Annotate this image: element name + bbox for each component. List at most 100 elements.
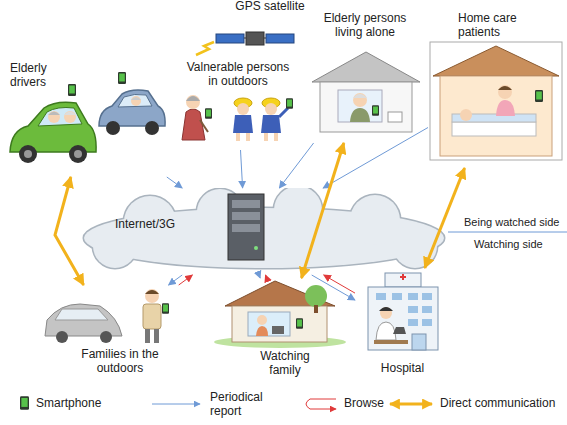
hospital-building-part bbox=[422, 293, 432, 300]
vulnerable-node: Valnerable persons in outdoors bbox=[168, 55, 308, 150]
hospital-building-part bbox=[408, 319, 418, 326]
node-label: Families in the outdoors bbox=[80, 348, 160, 376]
vulnerable-persons-picture-part bbox=[237, 103, 249, 115]
elderly-alone-house bbox=[312, 52, 420, 132]
server-picture-part bbox=[232, 200, 260, 208]
elderly-alone-house-part bbox=[388, 112, 402, 122]
cloud-shape-part bbox=[84, 188, 444, 268]
watching-family-house-part bbox=[225, 281, 335, 306]
cloud-shape-part-part bbox=[393, 224, 437, 268]
legend-text: Periodical report bbox=[210, 391, 272, 419]
satellite-picture-part bbox=[244, 38, 246, 39]
hospital-building-part bbox=[393, 327, 406, 334]
families-outdoors-picture-part bbox=[154, 329, 159, 343]
cloud-shape-part-part bbox=[274, 188, 322, 234]
vulnerable-persons-picture-part bbox=[186, 95, 200, 109]
homecare-node: Home care patients bbox=[428, 8, 565, 168]
satellite-picture-part bbox=[264, 38, 266, 39]
legend-samples-part bbox=[152, 404, 200, 405]
vulnerable-persons-picture-part bbox=[236, 133, 240, 141]
legend-text: Smartphone bbox=[36, 397, 126, 411]
node-label: Valnerable persons in outdoors bbox=[183, 61, 293, 89]
server-picture bbox=[228, 194, 264, 260]
hospital-building-part bbox=[402, 274, 404, 280]
home-care-house-part bbox=[452, 122, 536, 136]
elderly-drivers-picture-part bbox=[131, 96, 141, 106]
elderly-drivers-picture-part bbox=[48, 111, 60, 123]
elderly-drivers-picture-part bbox=[24, 150, 32, 158]
home-care-house-part bbox=[498, 86, 512, 90]
cloud-shape-part-part bbox=[350, 195, 400, 245]
elderly-drivers-picture-part bbox=[106, 121, 120, 135]
hospital-building-part bbox=[422, 319, 432, 326]
elderly-drivers-picture-part bbox=[131, 97, 141, 100]
families-outdoors-picture-part bbox=[45, 304, 122, 336]
home-care-house bbox=[430, 42, 562, 160]
vulnerable-persons-picture-part bbox=[186, 96, 200, 101]
elderly-drivers-picture-part bbox=[145, 121, 159, 135]
report-arrow bbox=[167, 177, 182, 188]
legend-item: Smartphone bbox=[36, 397, 126, 411]
hospital-building-part bbox=[408, 306, 418, 313]
cloud-shape bbox=[70, 188, 458, 275]
families-outdoors-picture-part bbox=[100, 331, 112, 343]
vulnerable-persons-picture-part bbox=[264, 133, 268, 141]
families-outdoors-picture-part bbox=[145, 329, 150, 343]
satellite-picture-part bbox=[196, 42, 214, 55]
elderly-alone-house-part bbox=[372, 105, 379, 116]
watching-family-node: Watching family bbox=[215, 278, 355, 383]
home-care-house-part bbox=[433, 46, 559, 76]
side-label: Watching side bbox=[474, 238, 543, 251]
side-label-text: Watching side bbox=[474, 238, 543, 251]
direct-communication-arrow bbox=[425, 168, 465, 268]
elderly-drivers-picture-part bbox=[99, 90, 165, 126]
legend-item: Direct communication bbox=[440, 397, 564, 411]
cloud-shape-part-part bbox=[393, 224, 437, 268]
hospital-building-part bbox=[376, 322, 396, 340]
drivers-node: Elderly drivers bbox=[4, 62, 169, 177]
hospital-building-part bbox=[374, 340, 408, 344]
legend-samples-part bbox=[20, 396, 29, 410]
node-label: Hospital bbox=[370, 362, 435, 376]
elderly-alone-house-part bbox=[353, 94, 367, 98]
families-node: Families in the outdoors bbox=[40, 285, 180, 378]
vulnerable-persons-picture-part bbox=[265, 103, 277, 115]
legend-samples-part bbox=[306, 399, 336, 409]
report-arrow bbox=[279, 143, 313, 188]
elderly-drivers-picture-part bbox=[48, 112, 60, 116]
legend-text: Direct communication bbox=[440, 397, 564, 411]
hospital-building-part bbox=[368, 287, 438, 350]
watching-family-house-part bbox=[232, 306, 327, 342]
hospital-building-part bbox=[422, 306, 432, 313]
home-care-house-part bbox=[440, 76, 552, 156]
families-outdoors-picture-part bbox=[143, 304, 161, 329]
elderly-drivers-picture-part bbox=[64, 112, 76, 116]
satellite-node: GPS satellite bbox=[235, 0, 307, 52]
server-picture-part bbox=[232, 224, 260, 232]
node-label: Watching family bbox=[250, 350, 320, 378]
vulnerable-persons-picture-part bbox=[182, 109, 205, 140]
elderly-drivers-picture-part bbox=[118, 94, 152, 107]
side-label-text: Being watched side bbox=[464, 216, 559, 229]
server-picture-part bbox=[232, 212, 260, 220]
watching-family-house-part bbox=[272, 326, 284, 334]
cloud-shape-part-part bbox=[350, 195, 400, 245]
vulnerable-persons-picture-part bbox=[274, 133, 278, 141]
elderly-drivers-picture-part bbox=[74, 150, 82, 158]
hospital-building-part bbox=[408, 293, 418, 300]
node-label: GPS satellite bbox=[235, 0, 305, 14]
vulnerable-persons-picture-part bbox=[246, 133, 250, 141]
vulnerable-persons-picture-part bbox=[261, 115, 281, 133]
hospital-building-part bbox=[376, 293, 386, 300]
report-arrow bbox=[259, 275, 260, 278]
home-care-house-part bbox=[496, 100, 515, 116]
server-picture-part bbox=[254, 246, 258, 250]
vulnerable-persons-picture-part bbox=[205, 108, 212, 119]
hospital-building-part bbox=[392, 293, 402, 300]
node-label: Internet/3G bbox=[115, 218, 195, 232]
elderly-alone-house-part bbox=[350, 108, 370, 122]
hospital-building-part bbox=[380, 307, 392, 319]
families-outdoors-picture-part bbox=[55, 309, 108, 320]
families-outdoors-picture bbox=[45, 289, 169, 343]
watching-family-house-part bbox=[314, 305, 318, 313]
